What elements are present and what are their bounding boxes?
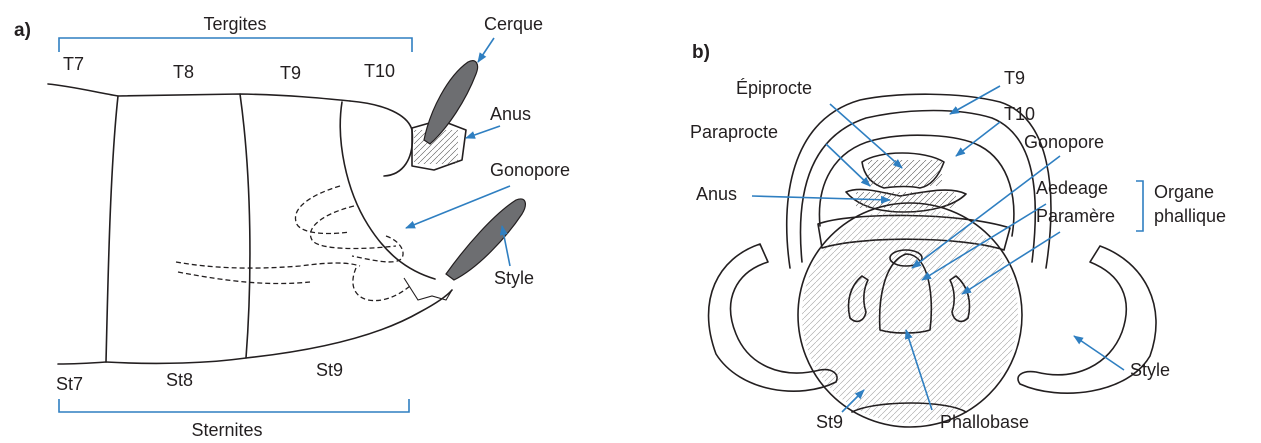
anus-arrow-a — [466, 126, 500, 138]
panel-b: b) — [690, 42, 1226, 432]
tergites-label: Tergites — [203, 14, 266, 34]
panel-b-label: b) — [692, 42, 710, 63]
organe-label-line2: phallique — [1154, 206, 1226, 226]
gonopore-label-a: Gonopore — [490, 160, 570, 180]
t10-label-b: T10 — [1004, 104, 1035, 124]
t9-label: T9 — [280, 63, 301, 83]
organe-phallique-bracket — [1136, 181, 1143, 231]
st9-label: St9 — [316, 360, 343, 380]
sternites-label: Sternites — [191, 420, 262, 440]
anus-label-b: Anus — [696, 184, 737, 204]
anus-label-a: Anus — [490, 104, 531, 124]
paramere-label: Paramère — [1036, 206, 1115, 226]
st8-label: St8 — [166, 370, 193, 390]
paraprocte-label: Paraprocte — [690, 122, 778, 142]
epiprocte-label: Épiprocte — [736, 78, 812, 98]
cerque-arrow — [478, 38, 494, 62]
style-arrow-b — [1074, 336, 1124, 370]
sternites-bracket — [59, 399, 409, 412]
tergites-bracket — [59, 38, 412, 52]
organe-label-line1: Organe — [1154, 182, 1214, 202]
aedeage-label: Aedeage — [1036, 178, 1108, 198]
st7-label: St7 — [56, 374, 83, 394]
t9-label-b: T9 — [1004, 68, 1025, 88]
panel-a-label: a) — [14, 20, 31, 41]
st9-label-b: St9 — [816, 412, 843, 432]
t8-label: T8 — [173, 62, 194, 82]
gonopore-label-b: Gonopore — [1024, 132, 1104, 152]
panel-a: a) Tergites T7 T8 T9 T10 — [14, 14, 570, 440]
style-label-b: Style — [1130, 360, 1170, 380]
style-label-a: Style — [494, 268, 534, 288]
t7-label: T7 — [63, 54, 84, 74]
phallobase-label: Phallobase — [940, 412, 1029, 432]
paraprocte-arrow — [826, 144, 870, 186]
t10-label: T10 — [364, 61, 395, 81]
cerque-label: Cerque — [484, 14, 543, 34]
abdomen-lateral-drawing — [48, 61, 525, 364]
